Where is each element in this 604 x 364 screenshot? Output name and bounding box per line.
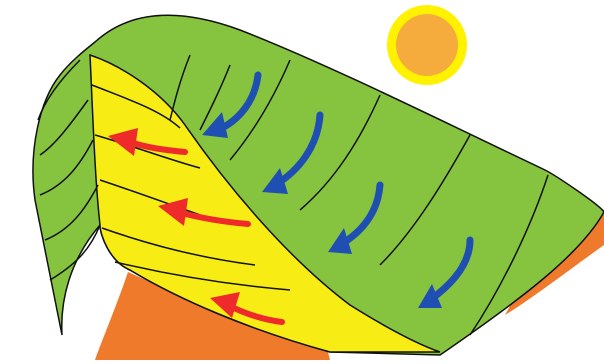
sun-icon [387,5,467,85]
